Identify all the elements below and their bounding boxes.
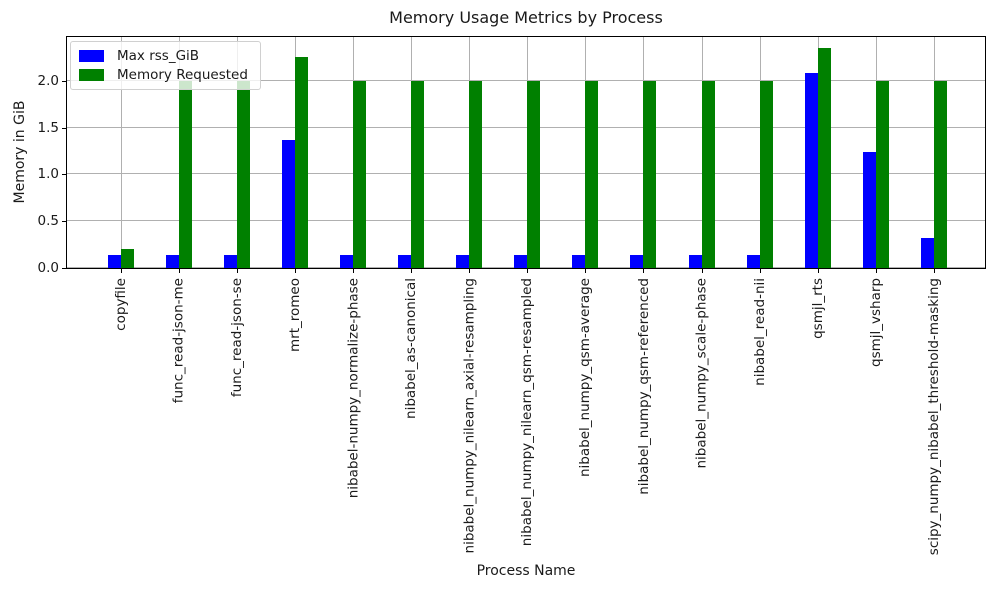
x-tick-label: nibabel-numpy_normalize-phase	[344, 278, 361, 499]
bar-max-rss-gib	[804, 73, 818, 268]
bar-memory-requested	[585, 80, 599, 268]
gridline-horizontal	[67, 220, 985, 222]
x-tick-mark	[120, 269, 122, 273]
bar-memory-requested	[527, 80, 541, 268]
x-tick-mark	[527, 269, 529, 273]
bar-memory-requested	[875, 80, 889, 268]
x-tick-label: copyfile	[112, 278, 129, 331]
y-tick-label: 0.5	[37, 213, 59, 230]
y-tick-mark	[62, 80, 66, 82]
bar-memory-requested	[294, 56, 308, 268]
legend-label-max-rss: Max rss_GiB	[117, 47, 200, 64]
x-tick-mark	[178, 269, 180, 273]
y-tick-mark	[62, 268, 66, 269]
bar-memory-requested	[469, 80, 483, 268]
bar-max-rss-gib	[456, 254, 470, 268]
bar-memory-requested	[411, 80, 424, 268]
x-tick-mark	[875, 269, 877, 273]
x-tick-label: nibabel_numpy_nilearn_qsm-resampled	[519, 278, 536, 547]
gridline-horizontal	[67, 126, 985, 128]
bar-max-rss-gib	[339, 254, 353, 268]
x-tick-mark	[469, 269, 471, 273]
y-tick-label: 1.5	[37, 119, 59, 136]
bar-memory-requested	[120, 249, 134, 268]
legend-swatch-max-rss	[79, 49, 104, 62]
x-tick-label: nibabel_numpy_nilearn_axial-resampling	[461, 278, 478, 554]
x-tick-mark	[411, 269, 412, 273]
gridline-vertical	[120, 37, 122, 268]
y-tick-mark	[62, 174, 66, 176]
bar-memory-requested	[701, 80, 715, 268]
x-tick-label: nibabel_read-nii	[751, 278, 768, 386]
bar-max-rss-gib	[862, 152, 876, 268]
legend-label-memory-requested: Memory Requested	[117, 66, 248, 83]
legend-item-memory-requested: Memory Requested	[79, 65, 248, 84]
bar-max-rss-gib	[107, 254, 121, 268]
bar-max-rss-gib	[281, 139, 295, 268]
gridline-horizontal	[67, 173, 985, 175]
x-tick-label: nibabel_numpy_qsm-average	[577, 278, 594, 477]
legend-swatch-memory-requested	[79, 68, 104, 81]
x-tick-label: func_read-json-se	[228, 278, 245, 398]
bar-max-rss-gib	[630, 254, 644, 268]
y-tick-label: 0.0	[37, 260, 59, 276]
bar-max-rss-gib	[514, 254, 528, 268]
bar-memory-requested	[817, 48, 831, 268]
x-tick-mark	[759, 269, 761, 273]
y-tick-label: 2.0	[37, 72, 59, 89]
x-tick-label: scipy_numpy_nibabel_threshold-masking	[925, 278, 942, 556]
bar-memory-requested	[236, 80, 250, 268]
bar-memory-requested	[759, 80, 773, 268]
bar-max-rss-gib	[572, 254, 586, 268]
x-tick-mark	[294, 269, 296, 273]
x-axis-label: Process Name	[476, 563, 576, 579]
x-tick-label: nibabel_as-canonical	[403, 278, 419, 419]
x-tick-label: nibabel_numpy_qsm-referenced	[635, 278, 652, 495]
x-tick-label: qsmjl_rts	[809, 278, 826, 339]
x-tick-mark	[236, 269, 238, 273]
x-tick-mark	[352, 269, 354, 273]
bar-max-rss-gib	[746, 254, 760, 268]
bar-max-rss-gib	[688, 254, 702, 268]
x-tick-mark	[817, 269, 819, 273]
x-tick-mark	[585, 269, 587, 273]
bar-memory-requested	[933, 80, 947, 268]
y-tick-label: 1.0	[37, 166, 59, 183]
x-tick-label: func_read-json-me	[170, 278, 187, 404]
bar-memory-requested	[643, 80, 657, 268]
x-tick-mark	[643, 269, 645, 273]
bar-memory-requested	[352, 80, 366, 268]
gridline-horizontal	[67, 79, 985, 81]
y-tick-mark	[62, 127, 66, 129]
bar-max-rss-gib	[398, 254, 411, 268]
bar-max-rss-gib	[223, 254, 237, 268]
x-tick-label: mrt_romeo	[286, 278, 303, 352]
bar-memory-requested	[178, 80, 192, 268]
x-tick-label: nibabel_numpy_scale-phase	[693, 278, 710, 469]
x-tick-mark	[933, 269, 935, 273]
legend-item-max-rss: Max rss_GiB	[79, 46, 248, 65]
x-tick-mark	[701, 269, 703, 273]
y-tick-mark	[62, 221, 66, 223]
bar-max-rss-gib	[920, 238, 934, 268]
plot-area	[66, 36, 986, 269]
x-tick-label: qsmjl_vsharp	[867, 278, 884, 367]
y-axis-label: Memory in GiB	[12, 100, 28, 204]
chart-title: Memory Usage Metrics by Process	[389, 8, 663, 27]
bar-max-rss-gib	[165, 254, 179, 268]
legend: Max rss_GiB Memory Requested	[70, 41, 261, 90]
